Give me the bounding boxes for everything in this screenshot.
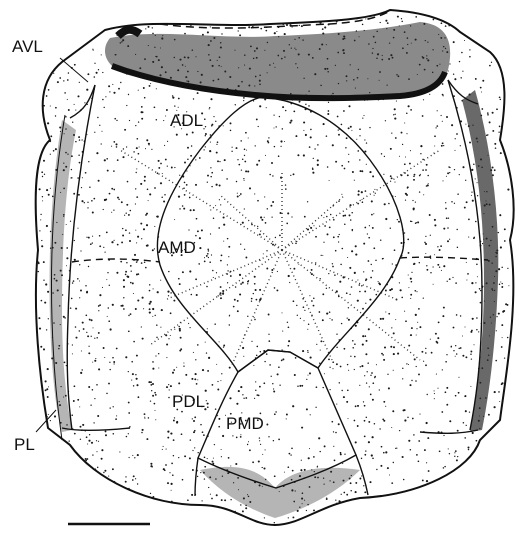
label-pl: PL: [14, 436, 35, 453]
label-adl: ADL: [170, 112, 203, 129]
label-amd: AMD: [158, 239, 196, 256]
label-avl: AVL: [12, 38, 43, 55]
label-pdl: PDL: [172, 393, 205, 410]
label-pmd: PMD: [226, 415, 264, 432]
